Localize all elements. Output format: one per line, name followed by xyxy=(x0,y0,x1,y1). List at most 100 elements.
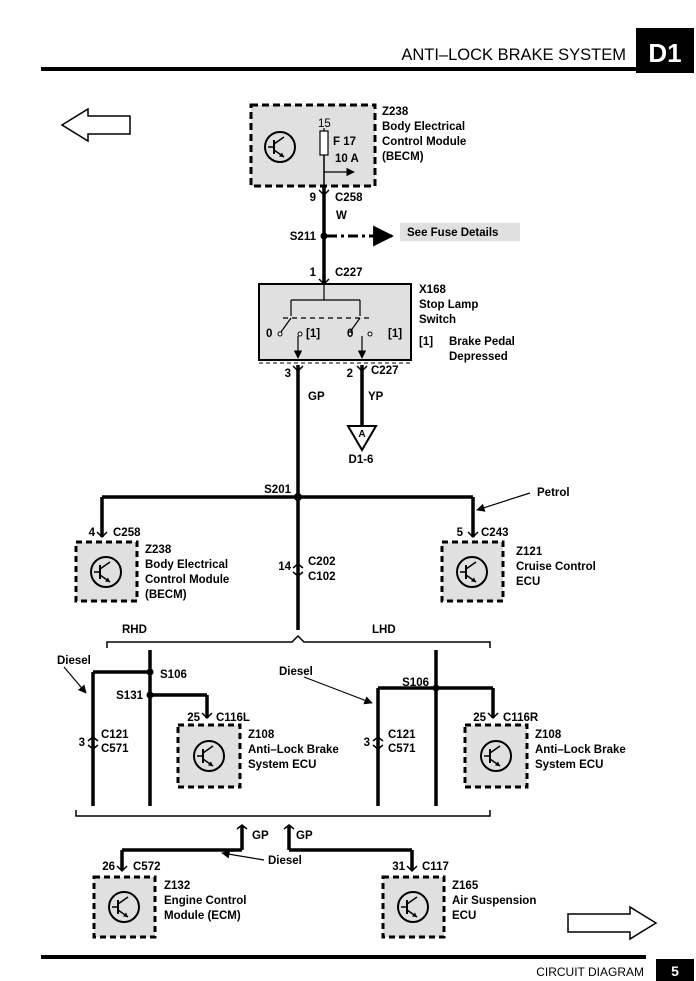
lower-brace xyxy=(75,810,491,817)
becm-top-name-3: (BECM) xyxy=(382,151,424,163)
ref-triangle-icon xyxy=(346,425,378,452)
bottom-diesel-pointer xyxy=(221,850,265,861)
becm-top-name-1: Body Electrical xyxy=(382,121,465,133)
wire-gp-label: GP xyxy=(308,391,325,403)
becm-lower-module[interactable]: Z238 Body Electrical Control Module (BEC… xyxy=(74,540,229,603)
ecm-pin: 26 xyxy=(102,861,115,873)
lhd-abs-ecu[interactable]: Z108 Anti–Lock Brake System ECU xyxy=(463,723,626,789)
switch-state-on-b: [1] xyxy=(388,328,402,340)
rhd-s106-label: S106 xyxy=(160,669,187,681)
footer-rule xyxy=(41,955,646,959)
switch-name-2: Switch xyxy=(419,314,456,326)
becm-lower-name-1: Body Electrical xyxy=(145,559,228,571)
air-suspension-ecu[interactable]: Z165 Air Suspension ECU xyxy=(381,875,536,939)
fuse-icon xyxy=(319,130,329,156)
fuse-id: F 17 xyxy=(333,136,356,148)
cruise-id: Z121 xyxy=(516,546,543,558)
switch-state-off-a: 0 xyxy=(266,328,272,340)
rhd-ecu-connector: C116L xyxy=(216,712,250,724)
footer: CIRCUIT DIAGRAM 5 xyxy=(41,955,694,981)
splice-s211-dot xyxy=(320,232,328,240)
switch-pin-out-b: 2 xyxy=(347,368,353,380)
legend-text-1: Brake Pedal xyxy=(449,336,515,348)
lhd-ecu-box xyxy=(463,723,529,789)
cruise-pin: 5 xyxy=(457,527,464,539)
rhd-ecu-box xyxy=(176,723,242,789)
lhd-ecu-pin: 25 xyxy=(473,712,486,724)
becm-top-pin: 9 xyxy=(310,192,316,204)
section-tag: D1 xyxy=(648,38,681,68)
air-box xyxy=(381,875,446,939)
air-connector: C117 xyxy=(422,861,449,873)
switch-state-off-b: 0 xyxy=(347,328,353,340)
switch-connector-out: C227 xyxy=(371,365,399,377)
lhd-inline-pin: 3 xyxy=(364,737,370,749)
engine-control-module[interactable]: Z132 Engine Control Module (ECM) xyxy=(92,875,246,939)
ecm-name-2: Module (ECM) xyxy=(164,910,241,922)
becm-top-connector: C258 xyxy=(335,192,363,204)
legend-key: [1] xyxy=(419,336,433,348)
cruise-name-2: ECU xyxy=(516,576,540,588)
ref-a-letter: A xyxy=(358,429,365,440)
ecm-id: Z132 xyxy=(164,880,190,892)
switch-box xyxy=(258,283,412,361)
rhd-inline-pin: 3 xyxy=(79,737,85,749)
air-name-1: Air Suspension xyxy=(452,895,536,907)
c202-pin: 14 xyxy=(278,561,291,573)
rhd-ecu-pin: 25 xyxy=(187,712,200,724)
bottom-diesel-label: Diesel xyxy=(268,855,302,867)
rhd-s131-label: S131 xyxy=(116,690,143,702)
ecm-connector: C572 xyxy=(133,861,161,873)
footer-label: CIRCUIT DIAGRAM xyxy=(536,965,644,979)
page-number: 5 xyxy=(671,963,679,979)
c202-connector-1: C202 xyxy=(308,556,336,568)
section-tag-box xyxy=(636,28,694,73)
page-ref-a[interactable]: A D1-6 xyxy=(346,425,378,466)
splice-s201-dot xyxy=(294,493,302,501)
ref-a-target: D1-6 xyxy=(349,454,374,466)
bottom-wire-right: GP xyxy=(296,830,313,842)
becm-lower-connector: C258 xyxy=(113,527,141,539)
inline-connector-c202 xyxy=(292,563,304,577)
becm-lower-pin: 4 xyxy=(89,527,96,539)
page-title: ANTI–LOCK BRAKE SYSTEM xyxy=(401,46,626,64)
becm-lower-id: Z238 xyxy=(145,544,172,556)
header-rule xyxy=(41,67,636,71)
variant-lhd: LHD xyxy=(372,624,396,636)
prev-page-arrow[interactable] xyxy=(60,107,131,143)
becm-top-box xyxy=(249,103,377,188)
splice-s201-label: S201 xyxy=(264,484,291,496)
splice-s211-label: S211 xyxy=(290,231,317,243)
rhd-ecu-id: Z108 xyxy=(248,729,275,741)
lhd-inline-c1: C121 xyxy=(388,729,416,741)
header: ANTI–LOCK BRAKE SYSTEM D1 xyxy=(41,28,694,73)
wire-yp-label: YP xyxy=(368,391,384,403)
becm-top-name-2: Control Module xyxy=(382,136,466,148)
cruise-control-ecu[interactable]: Z121 Cruise Control ECU xyxy=(440,540,596,603)
rhd-inline-c1: C121 xyxy=(101,729,129,741)
becm-lower-name-3: (BECM) xyxy=(145,589,187,601)
c202-connector-2: C102 xyxy=(308,571,336,583)
rhd-abs-ecu[interactable]: Z108 Anti–Lock Brake System ECU xyxy=(176,723,339,789)
fuse-details-box[interactable] xyxy=(400,223,520,241)
ecm-name-1: Engine Control xyxy=(164,895,246,907)
stop-lamp-switch[interactable]: 0 [1] 0 [1] X168 Stop Lamp Switch xyxy=(258,283,478,361)
lhd-diesel-label: Diesel xyxy=(279,666,313,678)
page-number-box xyxy=(656,959,694,981)
rhd-ecu-name-1: Anti–Lock Brake xyxy=(248,744,339,756)
lhd-ecu-id: Z108 xyxy=(535,729,562,741)
lhd-inline-c2: C571 xyxy=(388,743,416,755)
ecm-box xyxy=(92,875,157,939)
air-name-2: ECU xyxy=(452,910,476,922)
becm-lower-name-2: Control Module xyxy=(145,574,229,586)
variant-rhd: RHD xyxy=(122,624,147,636)
right-arrow-icon xyxy=(567,905,658,941)
next-page-arrow[interactable] xyxy=(567,905,658,941)
becm-top-module[interactable]: 15 F 17 10 A Z238 Body Electrical Contro… xyxy=(249,103,466,188)
switch-pin-out-a: 3 xyxy=(285,368,291,380)
left-arrow-icon xyxy=(60,107,131,143)
lhd-diesel-pointer xyxy=(303,676,373,705)
switch-state-on-a: [1] xyxy=(306,328,320,340)
air-pin: 31 xyxy=(392,861,405,873)
